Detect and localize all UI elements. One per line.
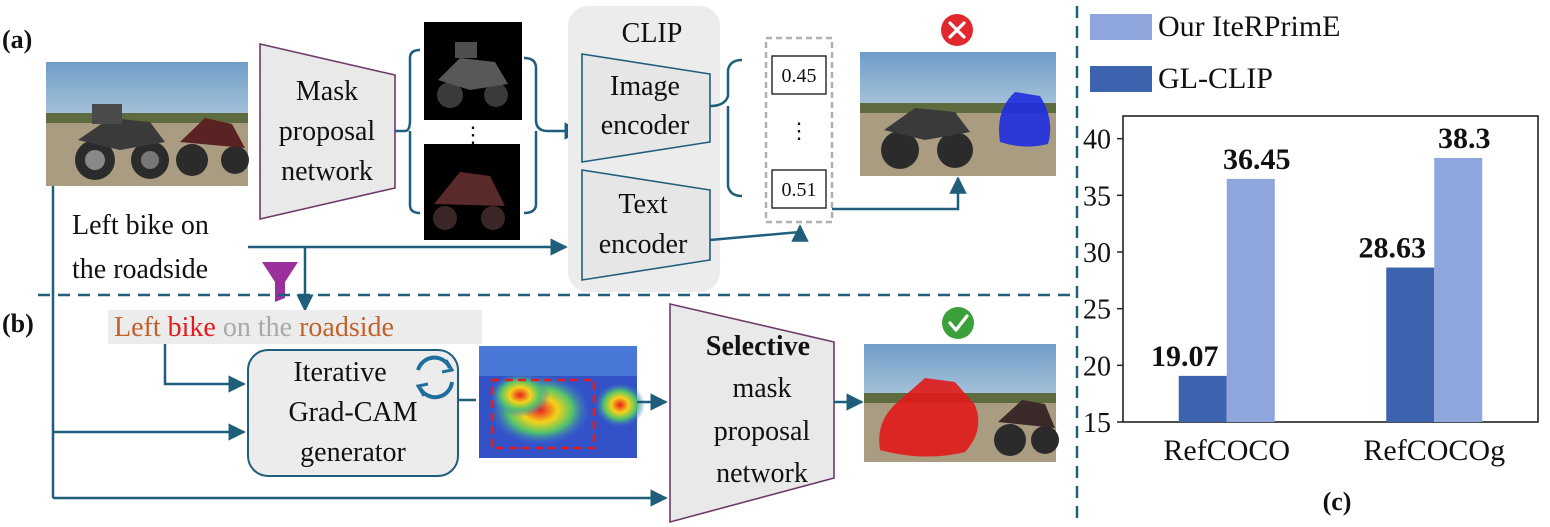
bar (1386, 267, 1435, 422)
text-encoder-box (581, 169, 711, 281)
bar-value-label: 19.07 (1151, 340, 1219, 373)
y-tick-label: 40 (1083, 125, 1111, 156)
funnel-icon (262, 262, 298, 302)
score-dots: ⋮ (788, 118, 810, 143)
y-tick-label: 15 (1083, 408, 1111, 439)
score-dashed-box (764, 36, 834, 224)
query-highlight-box (108, 310, 482, 344)
refresh-icon (415, 355, 455, 400)
chart-legend: Our IteRPrimE GL-CLIP (1090, 10, 1340, 95)
text-encoder-line-2: encoder (599, 229, 688, 260)
query-line-1: Left bike on (72, 210, 209, 241)
legend-entry: Our IteRPrimE (1158, 10, 1340, 43)
image-encoder-box (581, 53, 711, 163)
mask-net-line-3: network (281, 156, 373, 187)
selective-label: Selective (706, 331, 810, 362)
panel-a-label: (a) (2, 25, 32, 54)
gradcam-line-3: generator (300, 437, 406, 468)
bar (1226, 178, 1275, 422)
gradcam-heatmap (479, 346, 645, 458)
selective-mask-network-box (669, 302, 835, 524)
mask-bracket-right (523, 56, 549, 215)
score-top: 0.45 (782, 65, 817, 87)
gradcam-generator-box (247, 349, 459, 477)
query-word: on the (223, 312, 299, 343)
input-photo-a (46, 62, 249, 186)
mask-dots: ⋮ (462, 122, 484, 147)
mask-net-line-2: proposal (279, 116, 376, 147)
legend-swatch (1090, 66, 1152, 92)
panel-c-label: (c) (1323, 487, 1352, 516)
highlighted-query: Left bike on the roadside (114, 312, 394, 343)
x-circle-icon (941, 14, 973, 46)
y-tick-label: 25 (1083, 295, 1111, 326)
query-word: Left (114, 312, 168, 343)
clip-title: CLIP (622, 18, 683, 49)
query-line-2: the roadside (72, 254, 208, 285)
ok-icon-circle (942, 307, 974, 339)
gradcam-line-2: Grad-CAM (288, 397, 417, 428)
mask-bracket-left (395, 48, 421, 215)
x-tick-label: RefCOCO (1163, 434, 1290, 467)
bar-value-label: 36.45 (1223, 143, 1291, 176)
output-photo-a (860, 52, 1056, 176)
query-word: roadside (299, 312, 394, 343)
bar-value-label: 28.63 (1359, 232, 1427, 265)
mask-proposal-network-box (259, 42, 396, 221)
bar (1178, 375, 1227, 422)
score-bottom: 0.51 (782, 179, 817, 201)
score-box-top (771, 55, 827, 95)
query-word: bike (168, 312, 223, 343)
bar-value-label: 38.3 (1438, 122, 1491, 155)
mask-image-top (424, 22, 522, 120)
bar (1434, 157, 1483, 422)
image-encoder-line-2: encoder (601, 110, 690, 141)
image-encoder-line-1: Image (610, 71, 680, 102)
y-tick-label: 20 (1083, 351, 1111, 382)
text-encoder-line-1: Text (618, 189, 668, 220)
output-photo-b (864, 344, 1059, 462)
score-box-bottom (771, 169, 827, 209)
y-tick-label: 30 (1083, 238, 1111, 269)
y-tick-label: 35 (1083, 181, 1111, 212)
mask-image-bottom (424, 144, 520, 240)
check-circle-icon (942, 307, 974, 339)
legend-swatch (1090, 14, 1152, 40)
selective-line-2: mask (732, 373, 791, 404)
x-tick-label: RefCOCOg (1363, 434, 1505, 467)
legend-entry: GL-CLIP (1158, 62, 1273, 95)
selective-line-4: network (716, 458, 808, 489)
panel-b-label: (b) (2, 309, 34, 338)
gradcam-line-1: Iterative (293, 357, 386, 388)
mask-net-line-1: Mask (296, 76, 358, 107)
selective-line-3: proposal (714, 416, 811, 447)
